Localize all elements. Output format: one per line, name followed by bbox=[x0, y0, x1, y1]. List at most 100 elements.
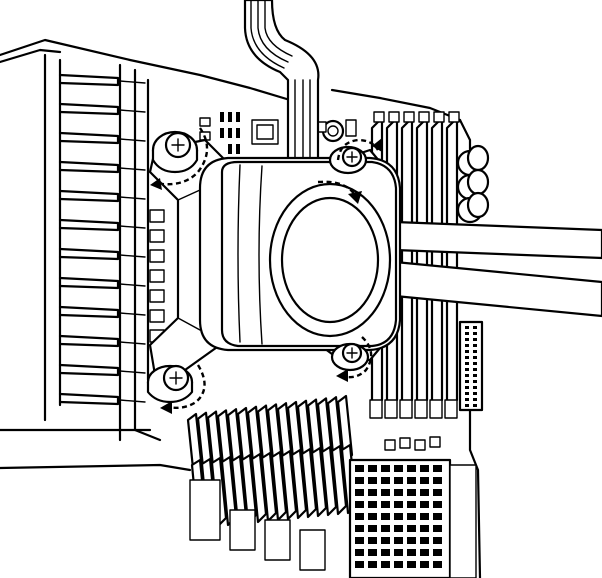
heatsink-fin bbox=[290, 448, 308, 520]
grid-cell bbox=[394, 501, 403, 508]
memory-latch bbox=[433, 111, 445, 123]
grid-cell bbox=[381, 525, 390, 532]
grid-cell bbox=[355, 465, 364, 472]
heatsink-fin bbox=[320, 445, 338, 517]
grid-cell bbox=[394, 489, 403, 496]
grid-cell bbox=[420, 549, 429, 556]
grid-cell bbox=[407, 501, 416, 508]
grid-cell bbox=[420, 465, 429, 472]
pin bbox=[465, 362, 469, 365]
grid-cell bbox=[355, 513, 364, 520]
grid-cell bbox=[433, 561, 442, 568]
vrm-heatsink bbox=[186, 394, 358, 530]
grid-cell bbox=[420, 561, 429, 568]
slot-edge bbox=[119, 138, 146, 142]
arrowhead-icon bbox=[150, 178, 162, 190]
rotation-arrows bbox=[150, 127, 382, 414]
pin bbox=[473, 386, 477, 389]
grid-cell bbox=[394, 465, 403, 472]
memory-latch bbox=[369, 399, 383, 419]
heatsink-fin bbox=[240, 453, 258, 525]
pin bbox=[465, 368, 469, 371]
slot-bracket bbox=[58, 102, 120, 116]
memory-latch bbox=[448, 111, 460, 123]
grid-cell bbox=[368, 537, 377, 544]
grid-cell bbox=[407, 489, 416, 496]
grid-cell bbox=[407, 513, 416, 520]
slot-frame bbox=[43, 53, 162, 442]
slot-bracket bbox=[58, 218, 120, 232]
grid-cell bbox=[355, 477, 364, 484]
pin bbox=[473, 356, 477, 359]
grid-cell bbox=[381, 477, 390, 484]
grid-cell bbox=[355, 549, 364, 556]
pin bbox=[465, 344, 469, 347]
grid-cell bbox=[420, 537, 429, 544]
pin bbox=[465, 392, 469, 395]
grid-cell bbox=[433, 513, 442, 520]
grid-cell bbox=[368, 477, 377, 484]
slot-edge bbox=[119, 254, 146, 258]
heatsink-fin bbox=[310, 446, 328, 518]
grid-cell bbox=[420, 513, 429, 520]
pin bbox=[473, 392, 477, 395]
grid-cell bbox=[407, 549, 416, 556]
board-chips bbox=[149, 112, 357, 343]
slot-edge bbox=[119, 167, 146, 171]
memory-slot bbox=[445, 116, 459, 412]
grid-cell bbox=[381, 489, 390, 496]
arrowhead-icon bbox=[160, 401, 172, 414]
slot-edge bbox=[119, 283, 146, 287]
screw-top-left bbox=[151, 130, 199, 174]
slot-bracket bbox=[58, 392, 120, 406]
grid-cell bbox=[394, 549, 403, 556]
pin bbox=[465, 338, 469, 341]
memory-latch bbox=[399, 399, 413, 419]
screw-bottom-left bbox=[146, 364, 194, 404]
pump-head bbox=[198, 156, 402, 352]
grid-cell bbox=[355, 561, 364, 568]
pin bbox=[465, 374, 469, 377]
screw-bottom-right bbox=[330, 342, 370, 372]
pin bbox=[473, 326, 477, 329]
pin bbox=[473, 398, 477, 401]
grid-cell bbox=[433, 537, 442, 544]
pin bbox=[465, 380, 469, 383]
slot-edge bbox=[119, 80, 146, 84]
grid-cell bbox=[394, 537, 403, 544]
grid-cell bbox=[381, 513, 390, 520]
grid-cell bbox=[368, 489, 377, 496]
grid-cell bbox=[394, 513, 403, 520]
grid-cell bbox=[368, 513, 377, 520]
grid-cell bbox=[394, 477, 403, 484]
slot-bracket bbox=[58, 363, 120, 377]
grid-cell bbox=[433, 477, 442, 484]
memory-latch bbox=[429, 399, 443, 419]
slot-edge bbox=[119, 196, 146, 200]
grid-cell bbox=[355, 525, 364, 532]
arrowhead-icon bbox=[336, 369, 348, 382]
pin bbox=[473, 374, 477, 377]
grid-cell bbox=[420, 489, 429, 496]
chipset-grid bbox=[348, 458, 452, 578]
heatsink-fin bbox=[270, 450, 288, 522]
slot-edge bbox=[119, 225, 146, 229]
slot-edge bbox=[119, 109, 146, 113]
grid-cell bbox=[355, 537, 364, 544]
heatsink-fin bbox=[330, 444, 348, 516]
pin bbox=[465, 398, 469, 401]
grid-cell bbox=[407, 465, 416, 472]
slot-bracket bbox=[58, 131, 120, 145]
grid-cell bbox=[381, 465, 390, 472]
grid-cell bbox=[433, 549, 442, 556]
slot-bracket bbox=[58, 276, 120, 290]
pin bbox=[473, 332, 477, 335]
slot-edge bbox=[119, 312, 146, 316]
slot-bracket bbox=[58, 189, 120, 203]
grid-cell bbox=[420, 501, 429, 508]
grid-cell bbox=[433, 489, 442, 496]
memory-latch bbox=[384, 399, 398, 419]
grid-cell bbox=[355, 501, 364, 508]
heatsink-fin bbox=[280, 449, 298, 521]
